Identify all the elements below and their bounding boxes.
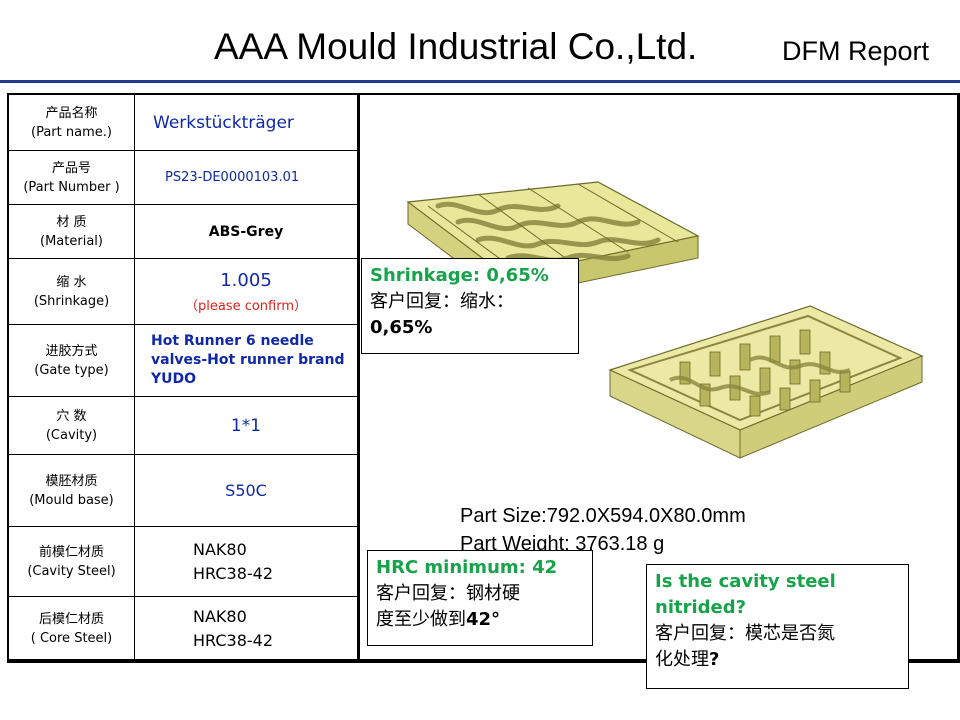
nitrided-callout-title-2: nitrided?	[655, 597, 747, 618]
value-shrinkage: 1.005 （please confirm）	[134, 258, 359, 325]
value-core-steel: NAK80 HRC38-42	[134, 596, 359, 661]
label-cavity-steel: 前模仁材质 (Cavity Steel)	[8, 526, 135, 597]
row-shrinkage: 缩 水 (Shrinkage) 1.005 （please confirm）	[8, 258, 359, 325]
shrinkage-callout-reply: 客户回复：缩水：	[370, 291, 514, 312]
shrinkage-callout-value: 0,65%	[370, 317, 433, 338]
part-model-back-view	[608, 305, 924, 459]
row-part-name: 产品名称 (Part name.) Werkstückträger	[8, 94, 359, 151]
company-title: AAA Mould Industrial Co.,Ltd.	[214, 26, 698, 67]
nitrided-callout-question: ?	[709, 649, 720, 670]
row-mould-base: 模胚材质 (Mould base) S50C	[8, 454, 359, 527]
hrc-callout-title: HRC minimum: 42	[376, 557, 558, 578]
part-size-text: Part Size:792.0X594.0X80.0mm	[460, 505, 746, 527]
label-shrinkage: 缩 水 (Shrinkage)	[8, 258, 135, 325]
nitrided-callout: Is the cavity steel nitrided? 客户回复：模芯是否氮…	[646, 564, 909, 689]
report-title: DFM Report	[782, 36, 930, 66]
shrinkage-value: 1.005	[220, 269, 272, 291]
label-core-steel: 后模仁材质 ( Core Steel)	[8, 596, 135, 661]
hrc-callout-reply-2: 度至少做到	[376, 609, 466, 630]
value-gate-type: Hot Runner 6 needle valves-Hot runner br…	[134, 324, 359, 397]
row-cavity-steel: 前模仁材质 (Cavity Steel) NAK80 HRC38-42	[8, 526, 359, 597]
nitrided-callout-reply: 客户回复：模芯是否氮	[655, 623, 835, 644]
label-gate-type: 进胶方式 (Gate type)	[8, 324, 135, 397]
part-weight-text: Part Weight: 3763.18 g	[460, 533, 665, 555]
label-material: 材 质 (Material)	[8, 204, 135, 259]
value-cavity-steel: NAK80 HRC38-42	[134, 526, 359, 597]
row-cavity: 穴 数 (Cavity) 1*1	[8, 396, 359, 455]
value-material: ABS-Grey	[134, 204, 359, 259]
value-part-number: PS23-DE0000103.01	[134, 150, 359, 205]
hrc-callout-reply: 客户回复：钢材硬	[376, 583, 520, 604]
shrinkage-callout-title: Shrinkage: 0,65%	[370, 265, 549, 286]
hrc-callout: HRC minimum: 42 客户回复：钢材硬 度至少做到42°	[367, 550, 593, 646]
label-part-name: 产品名称 (Part name.)	[8, 94, 135, 151]
label-mould-base: 模胚材质 (Mould base)	[8, 454, 135, 527]
row-gate-type: 进胶方式 (Gate type) Hot Runner 6 needle val…	[8, 324, 359, 397]
shrinkage-callout: Shrinkage: 0,65% 客户回复：缩水： 0,65%	[361, 258, 579, 354]
label-part-number: 产品号 (Part Number )	[8, 150, 135, 205]
hrc-callout-value: 42°	[466, 609, 501, 630]
label-cavity: 穴 数 (Cavity)	[8, 396, 135, 455]
value-cavity: 1*1	[134, 396, 359, 455]
row-material: 材 质 (Material) ABS-Grey	[8, 204, 359, 259]
value-mould-base: S50C	[134, 454, 359, 527]
nitrided-callout-title-1: Is the cavity steel	[655, 571, 836, 592]
spec-table: 产品名称 (Part name.) Werkstückträger 产品号 (P…	[8, 94, 360, 661]
shrinkage-note: （please confirm）	[184, 298, 308, 314]
row-core-steel: 后模仁材质 ( Core Steel) NAK80 HRC38-42	[8, 596, 359, 661]
row-part-number: 产品号 (Part Number ) PS23-DE0000103.01	[8, 150, 359, 205]
nitrided-callout-reply-2: 化处理	[655, 649, 709, 670]
value-part-name: Werkstückträger	[134, 94, 359, 151]
header-divider	[0, 80, 960, 83]
